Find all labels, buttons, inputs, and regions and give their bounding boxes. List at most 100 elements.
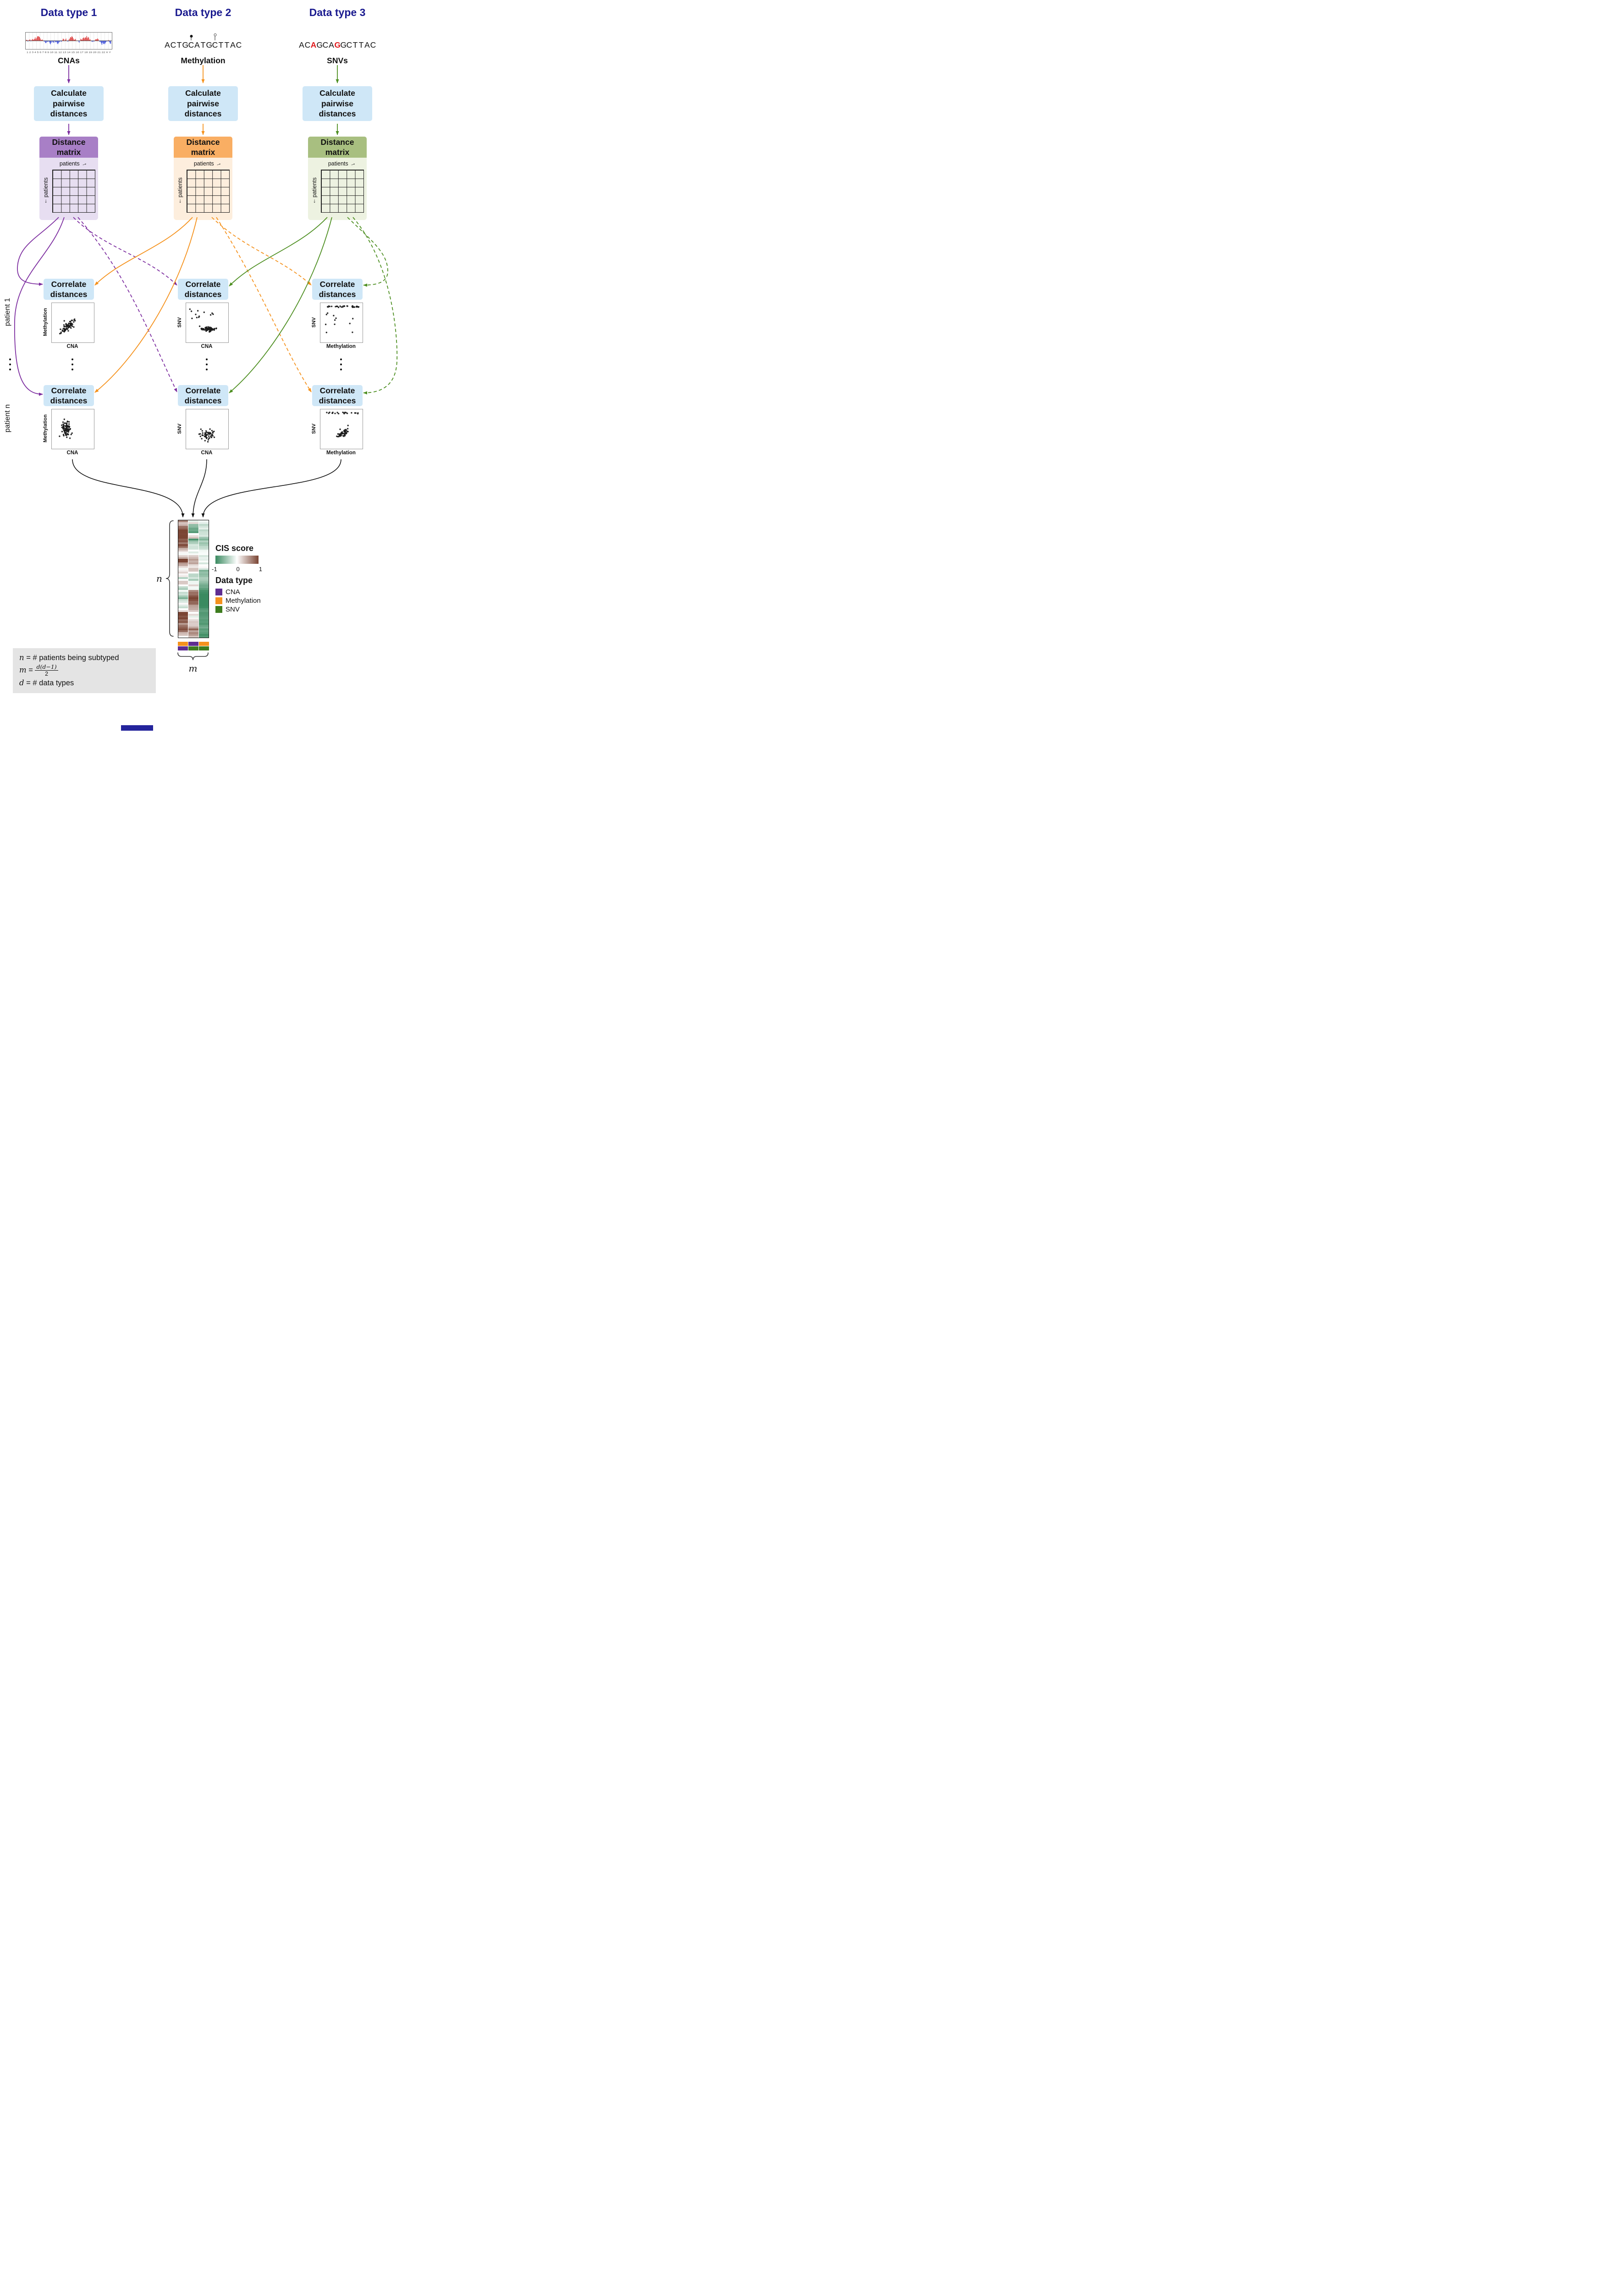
sequence-base: T [200, 40, 206, 50]
arrow-col2-to-heatmap [191, 459, 207, 518]
correlate-line-1: Correlate [319, 386, 355, 395]
calc-line-2: pairwise [187, 99, 220, 108]
matrix-line-2: matrix [191, 148, 215, 157]
correlate-box-pn-col2: Correlate distances [178, 385, 228, 406]
arrow-snv-matrix-to-corr-p1-col3 [347, 217, 388, 287]
ylabel-text: SNV [311, 317, 317, 328]
fraction: d(d−1) 2 [35, 663, 58, 678]
sequence-base: T [358, 40, 364, 50]
scatter-ylabel-p1-col1: Methylation [41, 303, 50, 342]
scatter-ylabel-p1-col3: SNV [310, 303, 318, 342]
equals-sign: = [28, 666, 33, 675]
calc-line-2: pairwise [321, 99, 354, 108]
correlate-line-2: distances [50, 396, 88, 405]
calc-line-1: Calculate [185, 88, 221, 98]
matrix-line-2: matrix [325, 148, 350, 157]
sequence-base: A [299, 40, 304, 50]
matrix-side-label-3: patients ↓ [311, 170, 318, 212]
sequence-base: G [316, 40, 323, 50]
correlate-line-1: Correlate [185, 279, 221, 289]
datatype-pair-strip [178, 642, 209, 650]
svg-text:1 2 3 4 5 6 7 8 9 10 11 12 13: 1 2 3 4 5 6 7 8 9 10 11 12 13 14 15 16 1… [27, 51, 111, 54]
bottom-crop-bar [121, 725, 153, 731]
formula-line-n: n = # patients being subtyped [19, 652, 149, 664]
formula-line-d: d = # data types [19, 678, 149, 689]
scatter-xlabel-pn-col3: Methylation [326, 450, 356, 456]
correlate-line-2: distances [184, 396, 222, 405]
sequence-base: G [334, 40, 341, 50]
sequence-base: C [188, 35, 194, 50]
ylabel-text: SNV [311, 423, 317, 434]
cis-tick-0: 0 [236, 566, 240, 573]
ylabel-text: SNV [177, 317, 182, 328]
scatter-ylabel-pn-col3: SNV [310, 409, 318, 448]
distance-matrix-grid-3 [321, 170, 364, 213]
sequence-base: T [224, 40, 230, 50]
scatter-xlabel-p1-col3: Methylation [326, 344, 356, 349]
sequence-base: C [346, 40, 352, 50]
sequence-base: A [329, 40, 334, 50]
correlate-line-2: distances [319, 290, 356, 299]
arrow-cna-matrix-to-corr-p1-col2 [73, 217, 177, 286]
cna-profile-plot: 1 2 3 4 5 6 7 8 9 10 11 12 13 14 15 16 1… [25, 32, 112, 56]
correlate-box-p1-col1: Correlate distances [44, 279, 94, 300]
matrix-side-label-2: patients ↓ [176, 170, 184, 212]
open-methylation-mark-icon [214, 33, 216, 40]
right-arrow-icon: → [348, 159, 357, 168]
correlate-line-2: distances [184, 290, 222, 299]
sequence-base: T [352, 40, 358, 50]
legend-label-cna: CNA [226, 588, 240, 596]
snv-color-swatch [215, 606, 222, 613]
correlate-line-1: Correlate [51, 386, 87, 395]
vertical-ellipsis [9, 358, 11, 370]
scatter-pn-col2 [186, 409, 229, 449]
sequence-base: C [322, 40, 329, 50]
matrix-top-label-1: patients → [52, 159, 94, 168]
patient-n-label: patient n [3, 385, 13, 452]
calc-distances-box-2: Calculate pairwise distances [168, 86, 238, 121]
correlate-line-1: Correlate [51, 279, 87, 289]
matrix-side-text: patients [43, 177, 49, 198]
arrow-col3-to-heatmap [201, 459, 341, 518]
arrow-col1-to-heatmap [72, 459, 185, 518]
sequence-base: C [170, 40, 176, 50]
arrow-snv-matrix-to-corr-p1-col2 [229, 217, 328, 286]
sequence-base: A [310, 40, 317, 50]
fraction-numerator: d(d−1) [35, 663, 58, 671]
cis-heatmap [178, 520, 209, 638]
legend-item-snv: SNV [215, 606, 240, 613]
matrix-line-2: matrix [56, 148, 81, 157]
correlate-box-p1-col3: Correlate distances [312, 279, 363, 300]
ylabel-text: Methylation [43, 308, 48, 336]
patient-1-text: patient 1 [4, 298, 11, 326]
matrix-line-1: Distance [320, 137, 354, 147]
datatype-3-label: SNVs [327, 56, 348, 65]
calc-distances-box-3: Calculate pairwise distances [303, 86, 372, 121]
correlate-box-p1-col2: Correlate distances [178, 279, 228, 300]
down-arrow-icon: ↓ [178, 197, 182, 204]
sequence-base: G [206, 40, 213, 50]
calc-line-3: distances [50, 109, 88, 119]
scatter-ylabel-pn-col1: Methylation [41, 409, 50, 448]
scatter-p1-col2 [186, 303, 229, 343]
datatype-legend-title: Data type [215, 576, 253, 585]
matrix-top-label-3: patients → [321, 159, 363, 168]
n-brace-label: n [156, 573, 162, 584]
sequence-base: C [304, 40, 311, 50]
calc-line-3: distances [184, 109, 222, 119]
sequence-base: G [182, 40, 189, 50]
matrix-side-label-1: patients ↓ [42, 170, 50, 212]
cis-tick-1: 1 [259, 566, 262, 573]
sequence-base: A [194, 40, 200, 50]
sequence-base: A [364, 40, 370, 50]
formula-text-d: = # data types [26, 678, 74, 687]
scatter-ylabel-pn-col2: SNV [176, 409, 184, 448]
sequence-base: T [218, 40, 224, 50]
cis-score-title: CIS score [215, 544, 254, 553]
sequence-base: C [236, 40, 242, 50]
fraction-denominator: 2 [45, 671, 49, 678]
calc-line-2: pairwise [52, 99, 85, 108]
vertical-ellipsis [206, 358, 208, 370]
column-3-header: Data type 3 [309, 6, 366, 18]
